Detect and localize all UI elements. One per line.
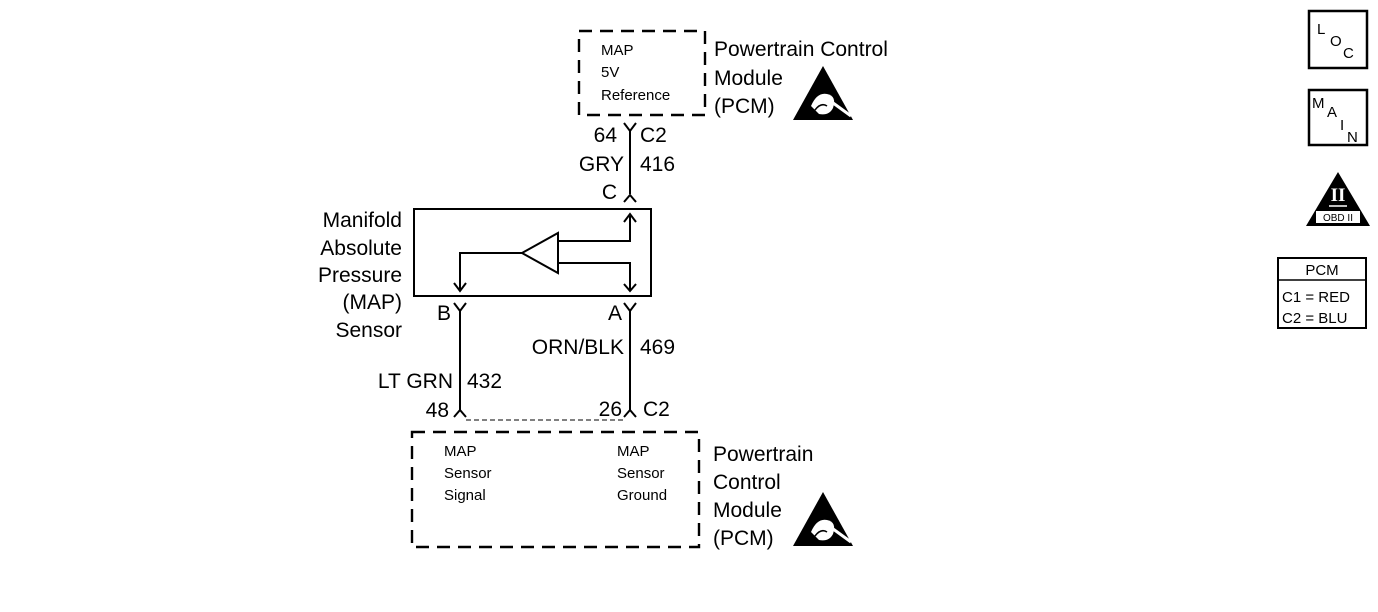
- svg-text:C: C: [1343, 45, 1354, 62]
- sensor-name-line-2: Absolute: [320, 237, 402, 260]
- pcm-table-row-1: C1 = RED: [1282, 289, 1350, 306]
- top-pcm-title-line-1: Powertrain Control: [714, 38, 888, 61]
- pcm-table-header: PCM: [1305, 262, 1338, 279]
- obd-ii-icon[interactable]: II OBD II: [1306, 172, 1370, 226]
- bottom-pcm-box: [410, 430, 701, 549]
- ground-line-3: Ground: [617, 487, 667, 504]
- bottom-pcm-title-line-1: Powertrain: [713, 443, 813, 466]
- svg-text:O: O: [1330, 33, 1342, 50]
- svg-text:I: I: [1340, 117, 1344, 134]
- wire-469-color: ORN/BLK: [532, 336, 624, 359]
- svg-text:II: II: [1331, 185, 1346, 206]
- bottom-pcm-connector: C2: [643, 398, 670, 421]
- sensor-name-line-1: Manifold: [323, 209, 402, 232]
- esd-warning-icon: [793, 66, 853, 120]
- signal-line-2: Sensor: [444, 465, 492, 482]
- top-pcm-function-line-1: MAP: [601, 42, 634, 59]
- wire-469: [623, 302, 637, 418]
- svg-text:N: N: [1347, 129, 1358, 146]
- wire-432-circuit: 432: [467, 370, 502, 393]
- wire-432-color: LT GRN: [378, 370, 453, 393]
- top-pcm-function-line-2: 5V: [601, 64, 619, 81]
- map-sensor-internal-circuit: [453, 212, 637, 293]
- sensor-name-line-3: Pressure: [318, 264, 402, 287]
- sensor-pin-a: A: [608, 302, 622, 325]
- pcm-table-row-2: C2 = BLU: [1282, 310, 1347, 327]
- esd-warning-icon: [793, 492, 853, 546]
- wire-469-circuit: 469: [640, 336, 675, 359]
- svg-text:M: M: [1312, 95, 1325, 112]
- svg-text:OBD II: OBD II: [1323, 213, 1353, 224]
- bottom-pcm-title-line-3: Module: [713, 499, 782, 522]
- svg-text:L: L: [1317, 21, 1325, 38]
- wire-432: [453, 302, 467, 418]
- ground-line-1: MAP: [617, 443, 650, 460]
- top-pcm-title-line-3: (PCM): [714, 95, 775, 118]
- top-pcm-pin: 64: [594, 124, 618, 147]
- main-icon[interactable]: M A I N: [1307, 88, 1369, 147]
- top-pcm-connector: C2: [640, 124, 667, 147]
- sensor-pin-c: C: [602, 181, 617, 204]
- wire-416-circuit: 416: [640, 153, 675, 176]
- svg-text:A: A: [1327, 104, 1337, 121]
- top-pcm-title-line-2: Module: [714, 67, 783, 90]
- ground-line-2: Sensor: [617, 465, 665, 482]
- sensor-pin-b: B: [437, 302, 451, 325]
- loc-icon[interactable]: L O C: [1307, 9, 1369, 70]
- bottom-pcm-title-line-2: Control: [713, 471, 781, 494]
- pcm-connector-color-table: PCM C1 = RED C2 = BLU: [1277, 257, 1367, 329]
- top-pcm-box: [577, 29, 707, 117]
- bottom-pcm-title-line-4: (PCM): [713, 527, 774, 550]
- bottom-pcm-pin-26: 26: [599, 398, 622, 421]
- sensor-name-line-5: Sensor: [335, 319, 402, 342]
- bottom-pcm-pin-48: 48: [426, 399, 449, 422]
- signal-line-1: MAP: [444, 443, 477, 460]
- wire-416-color: GRY: [579, 153, 624, 176]
- top-pcm-function-line-3: Reference: [601, 87, 670, 104]
- wire-416: [623, 122, 637, 203]
- signal-line-3: Signal: [444, 487, 486, 504]
- sensor-name-line-4: (MAP): [343, 291, 403, 314]
- map-sensor-box: [413, 208, 652, 297]
